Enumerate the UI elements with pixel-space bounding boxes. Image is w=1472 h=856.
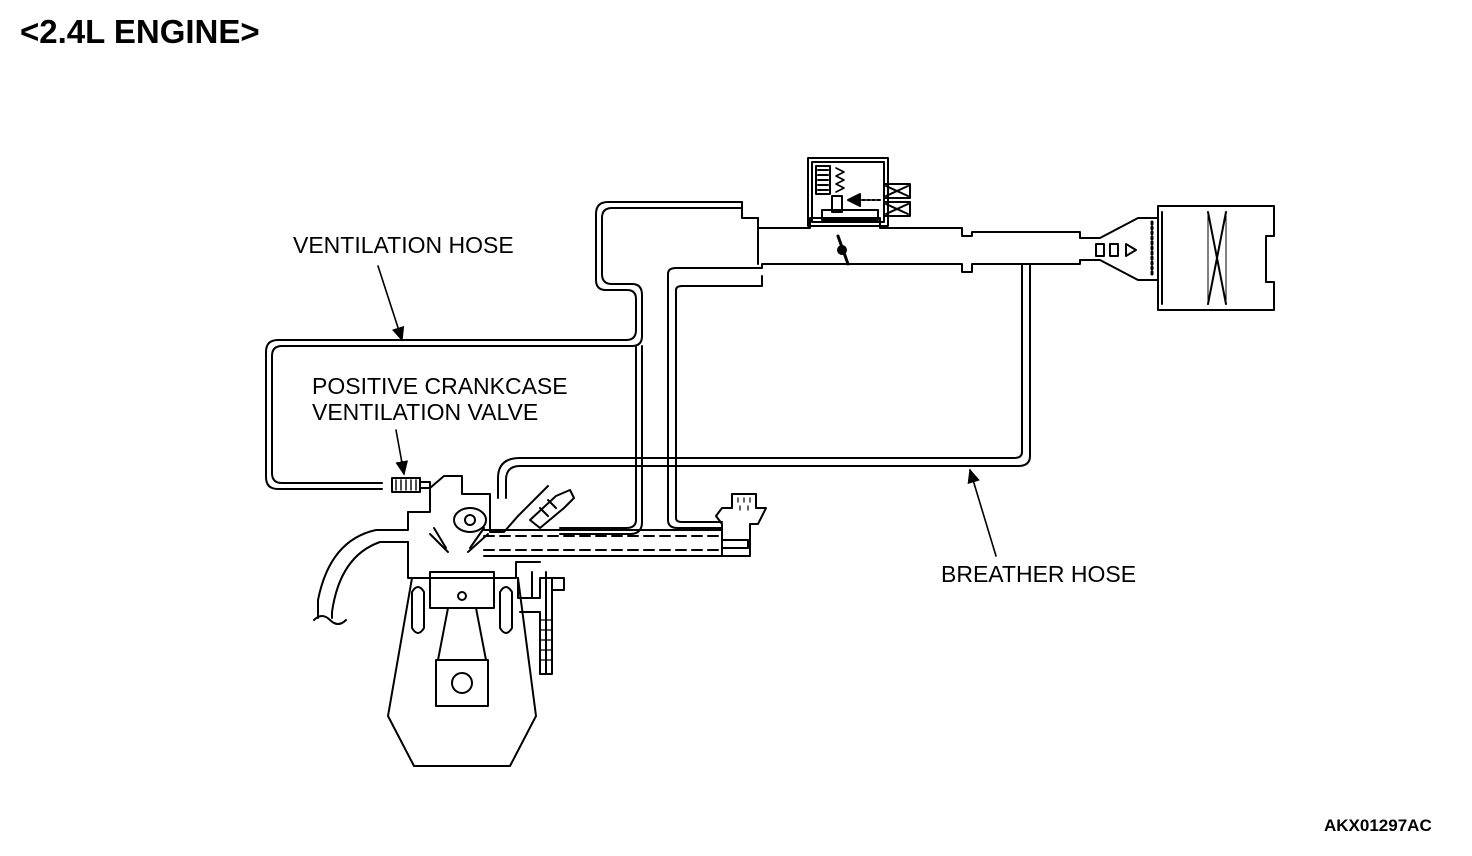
pcv-valve-label-line2: VENTILATION VALVE xyxy=(312,399,539,425)
breather-hose xyxy=(497,263,1031,529)
pcv-valve-leader xyxy=(395,429,409,476)
engine xyxy=(313,475,767,767)
ventilation-hose-label: VENTILATION HOSE xyxy=(293,232,514,258)
figure-id: AKX01297AC xyxy=(1324,816,1432,835)
ventilation-hose xyxy=(265,201,743,535)
air-cleaner xyxy=(1095,205,1275,311)
pcv-valve-label-line1: POSITIVE CRANKCASE xyxy=(312,373,568,399)
breather-hose-label: BREATHER HOSE xyxy=(941,561,1137,587)
pcv-valve-label: POSITIVE CRANKCASE VENTILATION VALVE xyxy=(312,373,568,425)
diagram-title: <2.4L ENGINE> xyxy=(20,13,260,50)
ventilation-hose-leader xyxy=(377,265,405,342)
intake-tube xyxy=(667,201,1159,285)
breather-hose-leader xyxy=(967,468,997,557)
throttle-body xyxy=(807,157,911,266)
pcv-valve xyxy=(391,477,431,493)
